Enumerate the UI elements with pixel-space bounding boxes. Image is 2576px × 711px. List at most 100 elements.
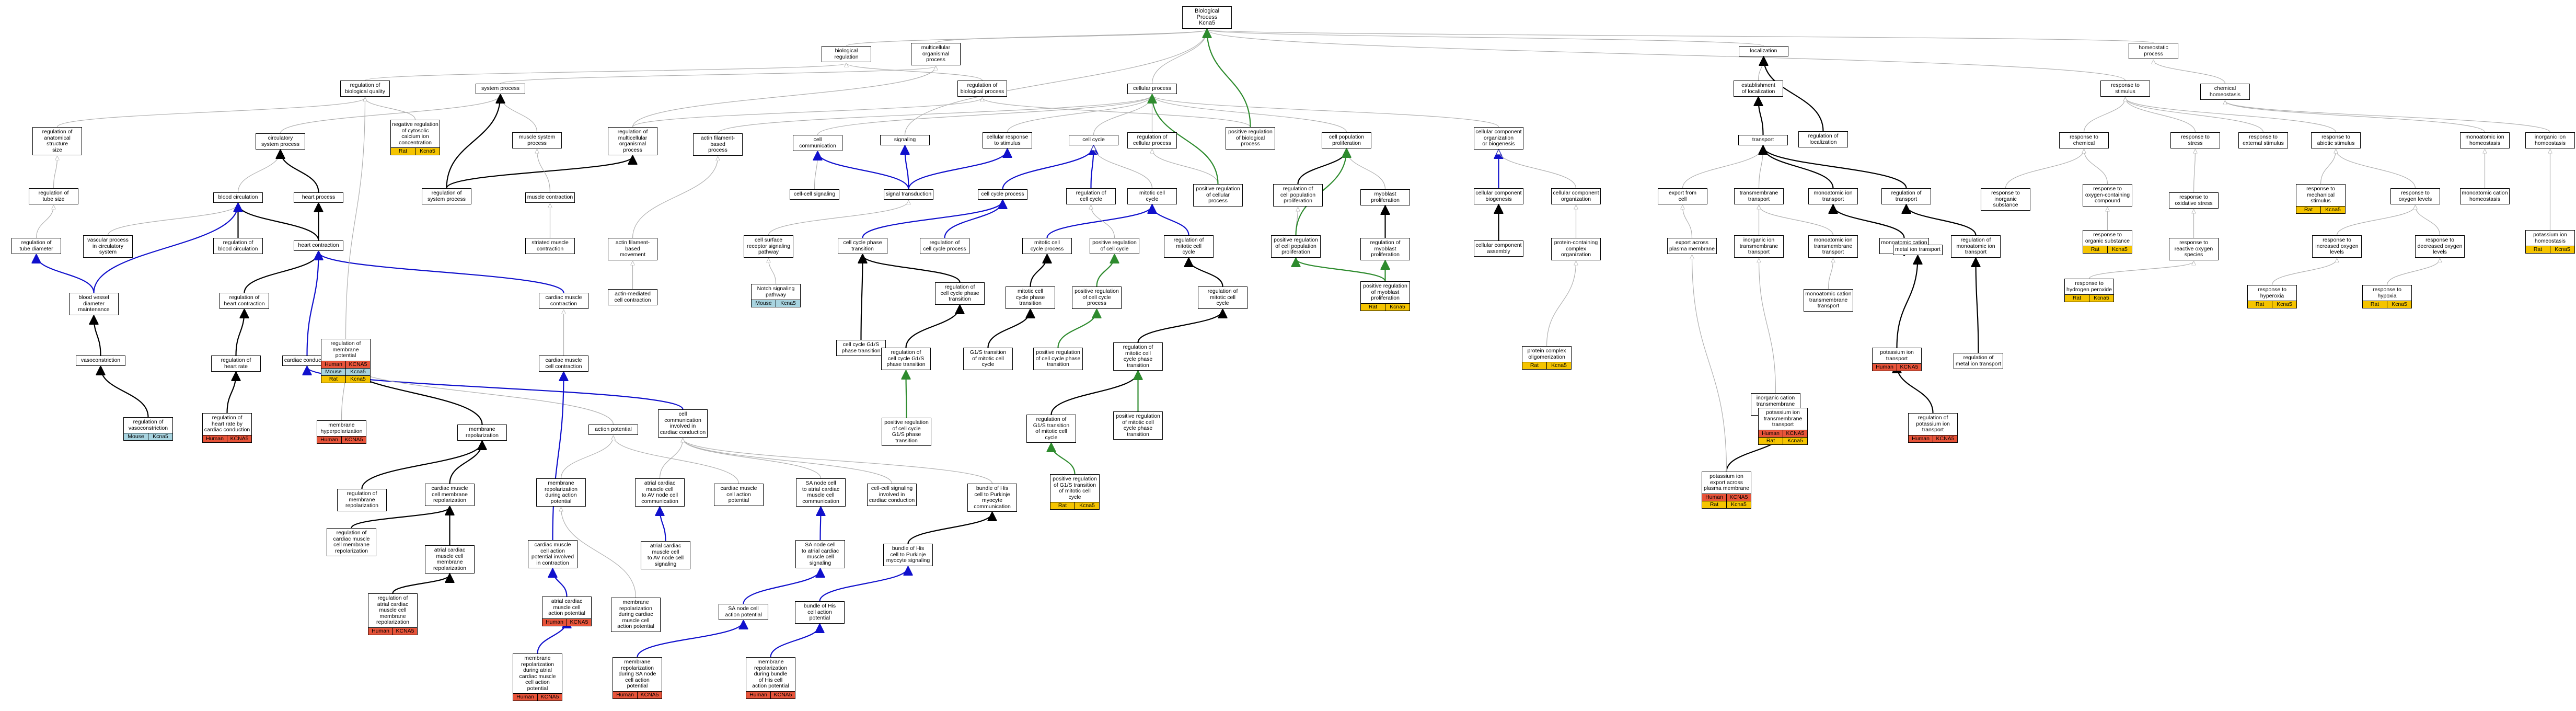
go-term[interactable]: chemical homeostasis: [2200, 84, 2250, 100]
go-term[interactable]: heart process: [294, 192, 343, 203]
go-term[interactable]: heart contraction: [294, 240, 343, 251]
go-term[interactable]: action potential: [588, 425, 638, 435]
go-term[interactable]: muscle contraction: [525, 192, 575, 203]
go-term[interactable]: biological regulation: [822, 46, 871, 62]
go-term[interactable]: cell cycle process: [978, 189, 1027, 200]
go-term[interactable]: localization: [1739, 46, 1788, 56]
go-term[interactable]: system process: [476, 84, 525, 94]
go-term[interactable]: cell communication: [793, 135, 842, 151]
go-term[interactable]: cell-cell signaling: [790, 189, 839, 200]
go-term[interactable]: cell cycle: [1069, 135, 1118, 145]
go-term[interactable]: membrane repolarization: [457, 425, 507, 441]
go-term[interactable]: signaling: [880, 135, 930, 145]
go-term[interactable]: signal transduction: [884, 189, 933, 200]
go-term[interactable]: vasoconstriction: [76, 356, 125, 366]
go-term[interactable]: myoblast proliferation: [1360, 189, 1410, 205]
